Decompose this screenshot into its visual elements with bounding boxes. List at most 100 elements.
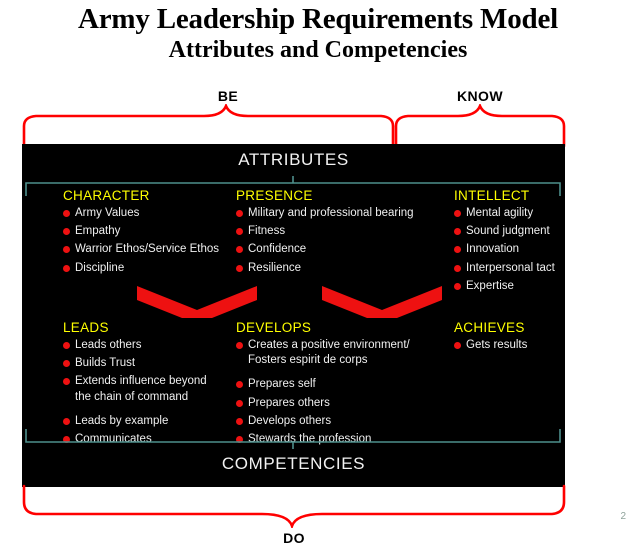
brace-label-do: DO bbox=[283, 530, 305, 546]
list-item-label: Resilience bbox=[248, 261, 302, 274]
bullet-list: Army Values Empathy Warrior Ethos/Servic… bbox=[63, 206, 243, 276]
list-item: Gets results bbox=[454, 338, 584, 353]
list-item-label: Confidence bbox=[248, 243, 307, 256]
bullet-dot-icon bbox=[236, 246, 243, 254]
list-item-label: Interpersonal tact bbox=[466, 261, 555, 274]
list-item: Builds Trust bbox=[63, 356, 238, 371]
column-heading: ACHIEVES bbox=[454, 320, 525, 335]
list-item-label: Sound judgment bbox=[466, 225, 550, 238]
list-item: Confidence bbox=[236, 242, 451, 257]
list-item-label: Fitness bbox=[248, 225, 286, 238]
bullet-dot-icon bbox=[63, 264, 70, 272]
list-item: Innovation bbox=[454, 242, 584, 257]
list-item-label: Creates a positive environment/ Fosters … bbox=[248, 339, 410, 367]
bullet-dot-icon bbox=[63, 342, 70, 349]
list-item: Interpersonal tact bbox=[454, 261, 584, 276]
list-item-label: Empathy bbox=[75, 225, 121, 238]
brace-label-know: KNOW bbox=[457, 88, 503, 104]
page-title-line1: Army Leadership Requirements Model bbox=[78, 3, 558, 35]
bullet-dot-icon bbox=[236, 342, 243, 349]
column-heading: LEADS bbox=[63, 320, 109, 335]
brace-know-icon bbox=[394, 104, 566, 148]
list-item-label: Military and professional bearing bbox=[248, 207, 414, 219]
bullet-dot-icon bbox=[454, 228, 461, 236]
list-item: Leads others bbox=[63, 338, 238, 353]
bullet-list: Gets results bbox=[454, 338, 584, 353]
competencies-section-title: COMPETENCIES bbox=[221, 454, 366, 473]
page-title-line2: Attributes and Competencies bbox=[168, 37, 468, 64]
bullet-dot-icon bbox=[63, 435, 70, 443]
bullet-dot-icon bbox=[454, 282, 461, 290]
bullet-dot-icon bbox=[63, 360, 70, 368]
bullet-dot-icon bbox=[236, 381, 243, 389]
bullet-dot-icon bbox=[454, 246, 461, 254]
list-item: Extends influence beyond the chain of co… bbox=[63, 374, 238, 404]
bullet-dot-icon bbox=[63, 228, 70, 236]
competencies-bracket-icon bbox=[25, 429, 561, 449]
list-item-label: Builds Trust bbox=[75, 357, 136, 370]
bullet-list: Military and professional bearing Fitnes… bbox=[236, 206, 451, 276]
list-item: Mental agility bbox=[454, 206, 584, 221]
top-brace-group bbox=[22, 104, 566, 148]
bullet-dot-icon bbox=[454, 264, 461, 272]
list-item: Discipline bbox=[63, 261, 243, 276]
bullet-dot-icon bbox=[236, 264, 243, 272]
bullet-dot-icon bbox=[236, 210, 243, 217]
bullet-dot-icon bbox=[63, 378, 70, 386]
list-item: Creates a positive environment/ Fosters … bbox=[236, 338, 451, 368]
list-item-label: Expertise bbox=[466, 279, 514, 292]
bullet-dot-icon bbox=[236, 435, 243, 443]
list-item-label: Innovation bbox=[466, 243, 520, 256]
column-character: CHARACTER Army Values Empathy Warrior Et… bbox=[63, 188, 243, 279]
bottom-brace-group bbox=[22, 484, 566, 528]
list-item-label: Discipline bbox=[75, 261, 125, 274]
list-item-label: Prepares others bbox=[248, 396, 330, 409]
chevron-down-icon bbox=[137, 286, 257, 318]
list-item-label: Develops others bbox=[248, 414, 332, 427]
brace-do-icon bbox=[22, 484, 566, 528]
list-item: Fitness bbox=[236, 224, 451, 239]
column-intellect: INTELLECT Mental agility Sound judgment … bbox=[454, 188, 584, 297]
column-presence: PRESENCE Military and professional beari… bbox=[236, 188, 451, 279]
list-item: Prepares others bbox=[236, 396, 451, 411]
bullet-dot-icon bbox=[63, 246, 70, 254]
bullet-dot-icon bbox=[236, 399, 243, 407]
list-item: Expertise bbox=[454, 279, 584, 294]
brace-be-icon bbox=[22, 104, 395, 148]
leadership-model-panel: ATTRIBUTES CHARACTER Army Values Empathy… bbox=[22, 144, 565, 487]
column-heading: INTELLECT bbox=[454, 188, 530, 203]
list-item-label: Gets results bbox=[466, 339, 528, 351]
list-item: Military and professional bearing bbox=[236, 206, 451, 221]
attributes-bracket-icon bbox=[25, 176, 561, 196]
list-item-label: Mental agility bbox=[466, 207, 534, 219]
list-item: Develops others bbox=[236, 414, 451, 429]
list-item: Sound judgment bbox=[454, 224, 584, 239]
brace-label-be: BE bbox=[217, 88, 239, 104]
list-item-label: Prepares self bbox=[248, 378, 316, 391]
chevron-down-icon bbox=[322, 286, 442, 318]
list-item-label: Leads others bbox=[75, 339, 142, 351]
column-heading: CHARACTER bbox=[63, 188, 150, 203]
list-item: Resilience bbox=[236, 261, 451, 276]
bullet-dot-icon bbox=[236, 417, 243, 425]
list-item: Empathy bbox=[63, 224, 243, 239]
list-item: Prepares self bbox=[236, 377, 451, 392]
bullet-dot-icon bbox=[63, 210, 70, 217]
list-item-label: Leads by example bbox=[75, 414, 169, 427]
list-item-label: Army Values bbox=[75, 207, 140, 219]
list-item-label: Extends influence beyond the chain of co… bbox=[75, 375, 207, 403]
list-item: Army Values bbox=[63, 206, 243, 221]
bullet-dot-icon bbox=[454, 210, 461, 217]
attributes-section-title: ATTRIBUTES bbox=[238, 150, 349, 169]
bullet-dot-icon bbox=[236, 228, 243, 236]
bullet-dot-icon bbox=[63, 417, 70, 425]
column-heading: PRESENCE bbox=[236, 188, 313, 203]
column-achieves: ACHIEVES Gets results bbox=[454, 320, 584, 356]
page-title: Army Leadership Requirements Model Attri… bbox=[0, 3, 636, 65]
bullet-list: Mental agility Sound judgment Innovation… bbox=[454, 206, 584, 294]
list-item: Leads by example bbox=[63, 414, 238, 429]
page-number: 2 bbox=[620, 511, 626, 522]
column-heading: DEVELOPS bbox=[236, 320, 312, 335]
bullet-dot-icon bbox=[454, 342, 461, 349]
chevron-arrows-group bbox=[137, 286, 442, 318]
